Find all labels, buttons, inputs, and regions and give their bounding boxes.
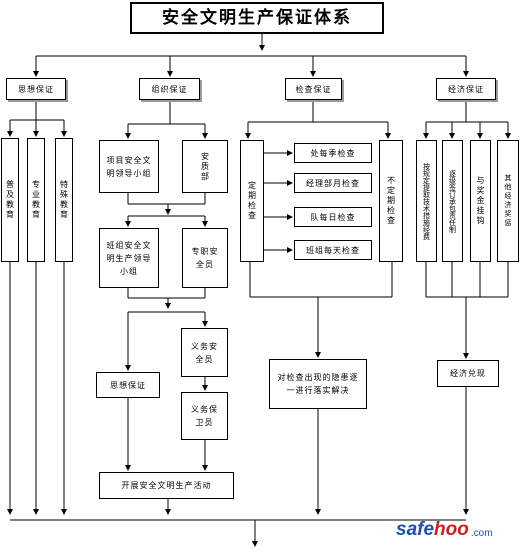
responsibility-contract-node: 逐级签订承包责任制 bbox=[442, 140, 463, 262]
general-education-node: 普及教育 bbox=[1, 138, 19, 262]
monthly-check-node: 经理部月检查 bbox=[294, 173, 372, 193]
ideology-guarantee-node: 思想保证 bbox=[6, 78, 66, 100]
volunteer-safety-officer-node: 义务安全员 bbox=[181, 328, 228, 377]
bonus-link-node: 与奖金挂钩 bbox=[470, 140, 491, 262]
group-daily-check-node: 班组每天检查 bbox=[294, 240, 372, 260]
irregular-inspection-node: 不定期检查 bbox=[379, 140, 403, 262]
fulltime-safety-officer-node: 专职安全员 bbox=[182, 228, 228, 288]
other-incentives-node: 其他经济奖惩 bbox=[497, 140, 519, 262]
logo-mark: safehoo bbox=[396, 519, 469, 541]
professional-education-node: 专业教育 bbox=[27, 138, 45, 262]
logo-text-left: safe bbox=[396, 519, 435, 540]
project-leadership-group-node: 项目安全文明领导小组 bbox=[99, 140, 159, 193]
logo-suffix: .com bbox=[470, 527, 493, 539]
technical-funds-node: 按规定提取技术措施经费 bbox=[416, 140, 437, 262]
inspection-guarantee-node: 检查保证 bbox=[285, 78, 342, 100]
logo-text-right: hoo bbox=[434, 519, 469, 540]
quarterly-check-node: 处每季检查 bbox=[294, 143, 372, 163]
special-education-node: 特殊教育 bbox=[55, 138, 73, 262]
safety-quality-dept-node: 安质部 bbox=[182, 140, 228, 193]
safety-activity-node: 开展安全文明生产活动 bbox=[99, 472, 234, 499]
team-daily-check-node: 队每日检查 bbox=[294, 207, 372, 227]
volunteer-guard-node: 义务保卫员 bbox=[181, 392, 228, 440]
economic-guarantee-node: 经济保证 bbox=[436, 78, 496, 100]
periodic-inspection-node: 定期检查 bbox=[240, 140, 264, 262]
site-logo: safehoo .com bbox=[396, 519, 493, 541]
hazard-followup-node: 对检查出现的隐患逐一进行落实解决 bbox=[269, 359, 367, 409]
team-leadership-group-node: 班组安全文明生产领导小组 bbox=[99, 228, 159, 288]
org-ideology-guarantee-node: 思想保证 bbox=[96, 372, 160, 398]
economic-fulfillment-node: 经济兑现 bbox=[437, 360, 499, 387]
organization-guarantee-node: 组织保证 bbox=[139, 78, 200, 100]
diagram-title: 安全文明生产保证体系 bbox=[130, 2, 384, 34]
